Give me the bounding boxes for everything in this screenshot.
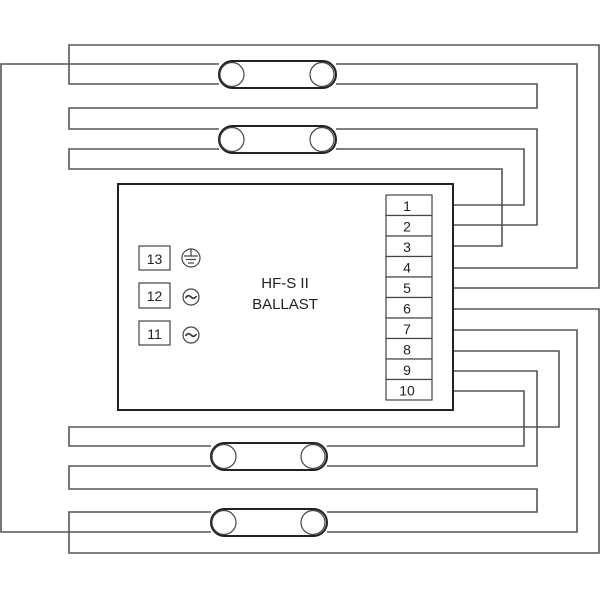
terminal-9: 9 — [385, 358, 433, 381]
terminal-2: 2 — [385, 214, 433, 237]
wire-lamp2-terminal-2 — [336, 128, 538, 226]
ballast-title-line2: BALLAST — [252, 296, 318, 313]
wire-lamp4-terminal-6 — [68, 308, 600, 554]
wire-terminal-5-lamp1 — [68, 44, 600, 289]
terminal-label: 1 — [403, 198, 411, 214]
terminal-6: 6 — [385, 296, 433, 319]
terminal-block: 1 2 3 4 5 6 7 8 9 10 — [385, 194, 433, 401]
lamp-4 — [210, 508, 328, 537]
lamp-pin — [300, 443, 326, 470]
lamp-1 — [218, 60, 337, 89]
lamp-pin — [219, 61, 245, 88]
wire-lamp1-lamp2 — [68, 83, 538, 130]
supply-terminal-label: 13 — [147, 251, 163, 267]
supply-terminal-13: 13 — [138, 245, 201, 271]
wire-lamp3-lamp4 — [68, 465, 538, 513]
lamp-pin — [211, 443, 237, 470]
ac-supply-icon — [182, 326, 200, 344]
wire-terminal-8-lamp3 — [68, 350, 560, 447]
lamp-2 — [218, 125, 337, 154]
terminal-10: 10 — [385, 378, 433, 401]
terminal-label: 5 — [403, 280, 411, 296]
earth-ground-icon — [181, 248, 201, 268]
wire-terminal-4-lamp1 — [336, 63, 578, 269]
ballast-title-line1: HF-S II — [261, 275, 309, 292]
lamp-pin — [309, 61, 335, 88]
terminal-label: 6 — [403, 301, 411, 317]
wire-lamp1-lamp4 — [0, 63, 219, 533]
lamps — [210, 60, 337, 537]
ac-supply-icon — [182, 288, 200, 306]
terminal-label: 8 — [403, 342, 411, 358]
wire-lamp4-terminal-7 — [327, 329, 578, 533]
lamp-pin — [219, 126, 245, 153]
wire-lamp2-terminal-1 — [336, 148, 525, 206]
lamp-3 — [210, 442, 328, 471]
supply-terminal-label: 11 — [147, 326, 162, 342]
terminal-label: 7 — [403, 321, 411, 337]
lamp-pin — [211, 509, 237, 536]
terminal-1: 1 — [385, 194, 433, 217]
terminal-8: 8 — [385, 337, 433, 360]
terminal-4: 4 — [385, 255, 433, 278]
lamp-pin — [300, 509, 326, 536]
supply-terminal-label: 12 — [147, 288, 163, 304]
terminal-3: 3 — [385, 235, 433, 258]
wire-lamp2-terminal-3 — [68, 148, 503, 247]
terminal-label: 10 — [399, 383, 415, 399]
terminal-cell — [385, 378, 433, 401]
wires — [0, 44, 600, 554]
terminal-5: 5 — [385, 276, 433, 299]
wire-terminal-9-lamp3 — [327, 370, 538, 467]
terminal-label: 4 — [403, 260, 411, 276]
terminal-label: 9 — [403, 362, 411, 378]
lamp-pin — [309, 126, 335, 153]
terminal-7: 7 — [385, 317, 433, 340]
supply-terminal-12: 12 — [138, 282, 200, 309]
wire-lamp3-terminal-10 — [327, 390, 525, 447]
terminal-label: 2 — [403, 219, 411, 235]
terminal-label: 3 — [403, 239, 411, 255]
supply-terminal-11: 11 — [138, 320, 200, 346]
